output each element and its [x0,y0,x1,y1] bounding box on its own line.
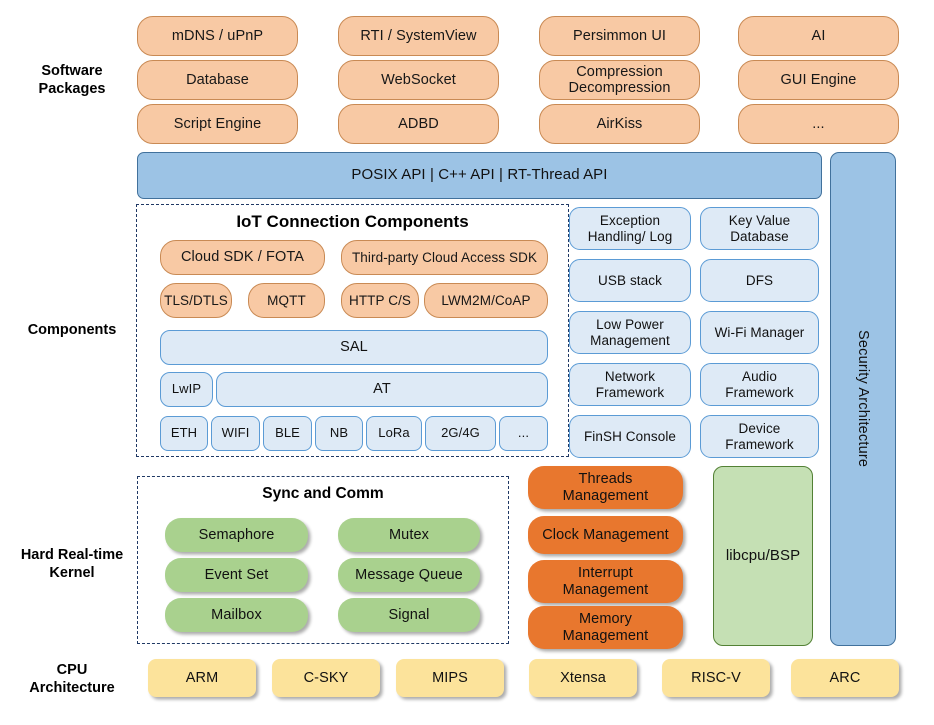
api-band: POSIX API | C++ API | RT-Thread API [137,152,822,199]
kernel-management-box[interactable]: Threads Management [528,466,683,509]
sync-box[interactable]: Event Set [165,558,308,592]
iot-lwip-box[interactable]: LwIP [160,372,213,407]
kernel-management-box[interactable]: Interrupt Management [528,560,683,603]
security-architecture-bar: Security Architecture [830,152,896,646]
package-box[interactable]: mDNS / uPnP [137,16,298,56]
package-box[interactable]: Database [137,60,298,100]
iot-link-box[interactable]: WIFI [211,416,260,451]
sync-box[interactable]: Mutex [338,518,480,552]
component-box[interactable]: Low Power Management [569,311,691,354]
iot-protocol-box[interactable]: LWM2M/CoAP [424,283,548,318]
sync-group-title: Sync and Comm [262,485,384,502]
sync-box[interactable]: Signal [338,598,480,632]
iot-link-box[interactable]: BLE [263,416,312,451]
cpu-arch-box[interactable]: ARC [791,659,899,697]
cpu-arch-box[interactable]: Xtensa [529,659,637,697]
iot-link-box[interactable]: NB [315,416,363,451]
libcpu-bsp-box[interactable]: libcpu/BSP [713,466,813,646]
package-box[interactable]: Persimmon UI [539,16,700,56]
cpu-arch-box[interactable]: ARM [148,659,256,697]
kernel-management-box[interactable]: Clock Management [528,516,683,554]
sync-box[interactable]: Message Queue [338,558,480,592]
kernel-management-box[interactable]: Memory Management [528,606,683,649]
package-box[interactable]: WebSocket [338,60,499,100]
iot-link-box[interactable]: LoRa [366,416,422,451]
package-box[interactable]: ADBD [338,104,499,144]
iot-link-box[interactable]: ETH [160,416,208,451]
sync-box[interactable]: Mailbox [165,598,308,632]
cpu-arch-box[interactable]: C-SKY [272,659,380,697]
cpu-arch-box[interactable]: MIPS [396,659,504,697]
row-label-software-packages: Software Packages [38,62,106,97]
security-architecture-label: Security Architecture [855,330,872,468]
row-label-kernel: Hard Real-time Kernel [20,546,124,581]
component-box[interactable]: Device Framework [700,415,819,458]
component-box[interactable]: Key Value Database [700,207,819,250]
iot-sal-box[interactable]: SAL [160,330,548,365]
package-box[interactable]: Compression Decompression [539,60,700,100]
iot-sdk-box[interactable]: Third-party Cloud Access SDK [341,240,548,275]
iot-group-title: IoT Connection Components [236,212,469,231]
component-box[interactable]: Wi-Fi Manager [700,311,819,354]
row-label-components: Components [27,321,117,338]
package-box[interactable]: GUI Engine [738,60,899,100]
component-box[interactable]: Network Framework [569,363,691,406]
iot-at-box[interactable]: AT [216,372,548,407]
cpu-arch-box[interactable]: RISC-V [662,659,770,697]
package-box[interactable]: AI [738,16,899,56]
iot-sdk-box[interactable]: Cloud SDK / FOTA [160,240,325,275]
component-box[interactable]: Exception Handling/ Log [569,207,691,250]
package-box[interactable]: Script Engine [137,104,298,144]
row-label-cpu-architecture: CPU Architecture [29,661,115,696]
package-box[interactable]: RTI / SystemView [338,16,499,56]
sync-box[interactable]: Semaphore [165,518,308,552]
iot-protocol-box[interactable]: MQTT [248,283,325,318]
package-box[interactable]: ... [738,104,899,144]
iot-protocol-box[interactable]: HTTP C/S [341,283,419,318]
component-box[interactable]: USB stack [569,259,691,302]
component-box[interactable]: DFS [700,259,819,302]
component-box[interactable]: Audio Framework [700,363,819,406]
component-box[interactable]: FinSH Console [569,415,691,458]
iot-protocol-box[interactable]: TLS/DTLS [160,283,232,318]
iot-link-box[interactable]: 2G/4G [425,416,496,451]
iot-link-box[interactable]: ... [499,416,548,451]
package-box[interactable]: AirKiss [539,104,700,144]
